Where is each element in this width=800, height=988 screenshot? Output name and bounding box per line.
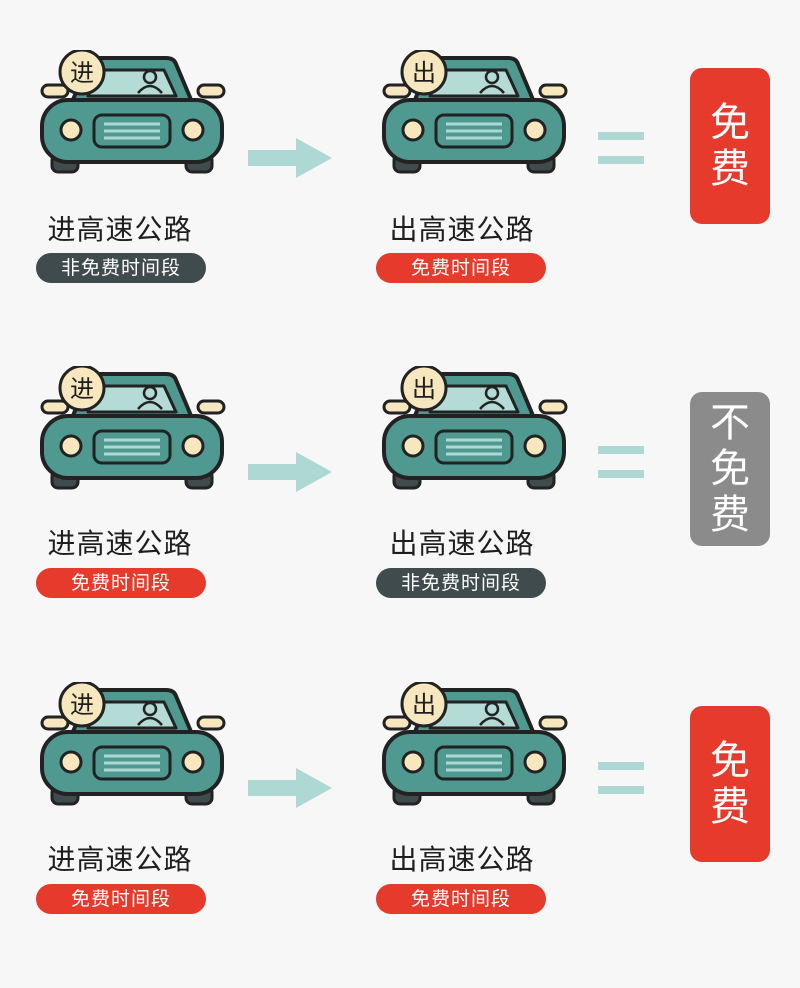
result-char: 费: [710, 146, 750, 192]
result-char: 不: [710, 400, 750, 446]
entry-period-badge: 非免费时间段: [36, 253, 206, 283]
exit-car-icon: 出: [382, 366, 568, 490]
exit-badge: 出: [412, 691, 436, 719]
entry-label: 进高速公路: [47, 213, 193, 246]
entry-badge: 进: [70, 375, 94, 403]
entry-period-badge: 免费时间段: [36, 884, 206, 914]
entry-badge: 进: [70, 59, 94, 87]
result-badge: 不 免 费: [690, 392, 770, 546]
exit-badge: 出: [412, 59, 436, 87]
result-char: 费: [710, 784, 750, 830]
equals-icon: [598, 132, 644, 164]
entry-car-icon: 进: [40, 682, 226, 806]
entry-label: 进高速公路: [47, 527, 193, 560]
entry-period-badge: 免费时间段: [36, 568, 206, 598]
exit-period-badge: 非免费时间段: [376, 568, 546, 598]
entry-car-icon: 进: [40, 366, 226, 490]
result-char: 免: [710, 446, 750, 492]
exit-car-icon: 出: [382, 682, 568, 806]
result-char: 免: [710, 738, 750, 784]
exit-label: 出高速公路: [389, 527, 535, 560]
exit-badge: 出: [412, 375, 436, 403]
exit-label: 出高速公路: [389, 213, 535, 246]
result-badge: 免 费: [690, 68, 770, 224]
arrow-icon: [248, 768, 332, 808]
entry-badge: 进: [70, 691, 94, 719]
exit-car-icon: 出: [382, 50, 568, 174]
entry-label: 进高速公路: [47, 843, 193, 876]
exit-label: 出高速公路: [389, 843, 535, 876]
equals-icon: [598, 762, 644, 794]
result-char: 免: [710, 100, 750, 146]
result-badge: 免 费: [690, 706, 770, 862]
result-char: 费: [710, 492, 750, 538]
exit-period-badge: 免费时间段: [376, 253, 546, 283]
exit-period-badge: 免费时间段: [376, 884, 546, 914]
arrow-icon: [248, 452, 332, 492]
scenario-row-3: 进 进高速公路 免费时间段 出 出高速公路 免费时间段 免 费: [0, 632, 800, 952]
arrow-icon: [248, 138, 332, 178]
entry-car-icon: 进: [40, 50, 226, 174]
scenario-row-1: 进 进高速公路 非免费时间段 出 出高速公路 免费时间段 免 费: [0, 0, 800, 320]
scenario-row-2: 进 进高速公路 免费时间段 出 出高速公路 非免费时间段 不 免 费: [0, 316, 800, 636]
equals-icon: [598, 446, 644, 478]
